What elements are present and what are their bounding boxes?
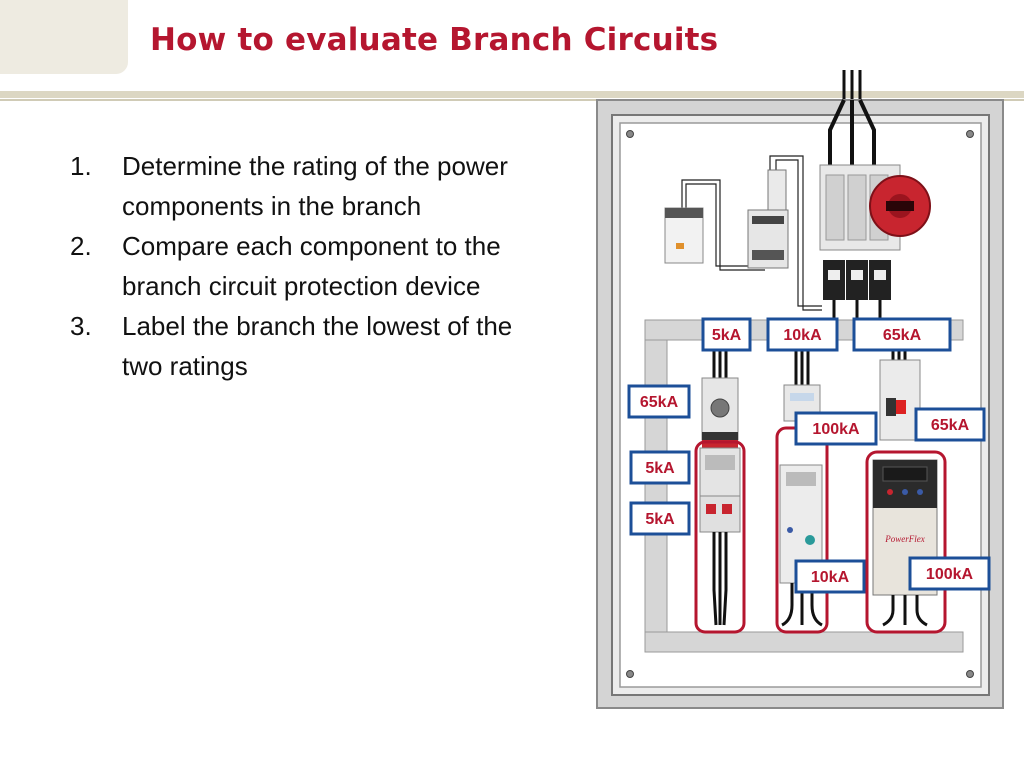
rating-label-mpcb: 65kA xyxy=(627,384,691,419)
control-panel-diagram: PowerFlex 5kA 10kA 65kA 65kA 5kA xyxy=(596,70,1004,709)
rating-text: 100kA xyxy=(812,421,860,438)
rating-label-branch2-top: 10kA xyxy=(766,317,839,352)
rating-text: 5kA xyxy=(712,327,742,344)
step-text: Label the branch the lowest of the two r… xyxy=(122,311,513,381)
rating-text: 65kA xyxy=(640,394,679,411)
step-number: 3. xyxy=(70,311,92,341)
branch-2-feed-wires xyxy=(794,350,810,385)
branch-output-wires xyxy=(712,532,928,627)
branch-1-feed-wires xyxy=(712,350,728,378)
step-number: 2. xyxy=(70,231,92,261)
rating-label-branch3-top: 65kA xyxy=(852,317,952,352)
step-item: 2. Compare each component to the branch … xyxy=(70,226,550,306)
step-text: Compare each component to the branch cir… xyxy=(122,231,501,301)
drive-brand-label: PowerFlex xyxy=(884,534,925,544)
rating-text: 100kA xyxy=(926,566,974,583)
contactor xyxy=(699,440,741,497)
rating-label-branch3-breaker: 65kA xyxy=(914,407,986,442)
title-divider xyxy=(0,91,1024,98)
overload-relay xyxy=(699,495,741,533)
rating-text: 5kA xyxy=(645,511,675,528)
rating-label-contactor: 5kA xyxy=(629,450,691,485)
step-item: 1. Determine the rating of the power com… xyxy=(70,146,550,226)
step-item: 3. Label the branch the lowest of the tw… xyxy=(70,306,550,386)
rating-text: 65kA xyxy=(931,417,970,434)
circuit-breaker-branch-3 xyxy=(879,359,921,441)
steps-list: 1. Determine the rating of the power com… xyxy=(70,146,550,386)
rating-label-branch2-breaker: 100kA xyxy=(794,411,878,446)
motor-protection-circuit-breaker xyxy=(701,377,739,441)
rating-label-overload-relay: 5kA xyxy=(629,501,691,536)
rating-label-mpcb-top: 5kA xyxy=(701,317,752,352)
rating-label-soft-starter: 10kA xyxy=(794,559,866,594)
step-text: Determine the rating of the power compon… xyxy=(122,151,508,221)
main-disconnect-switch xyxy=(819,99,931,251)
branch-3-outline xyxy=(865,450,947,634)
main-fuse-holders xyxy=(823,260,891,300)
rating-text: 10kA xyxy=(811,569,850,586)
slide-title: How to evaluate Branch Circuits xyxy=(150,22,719,58)
power-supply-module xyxy=(664,207,704,264)
rating-text: 5kA xyxy=(645,460,675,477)
branch-3-feed-wires xyxy=(891,350,907,360)
title-divider-thin xyxy=(0,99,1024,101)
mounting-screws xyxy=(626,130,974,678)
step-number: 1. xyxy=(70,151,92,181)
control-fuse-block xyxy=(747,169,789,269)
branch-1-outline xyxy=(694,440,746,634)
rating-label-drive: 100kA xyxy=(908,556,991,591)
title-tab-background xyxy=(0,0,128,74)
rating-text: 10kA xyxy=(783,327,822,344)
rating-text: 65kA xyxy=(883,327,922,344)
incoming-power-wires xyxy=(842,70,862,100)
